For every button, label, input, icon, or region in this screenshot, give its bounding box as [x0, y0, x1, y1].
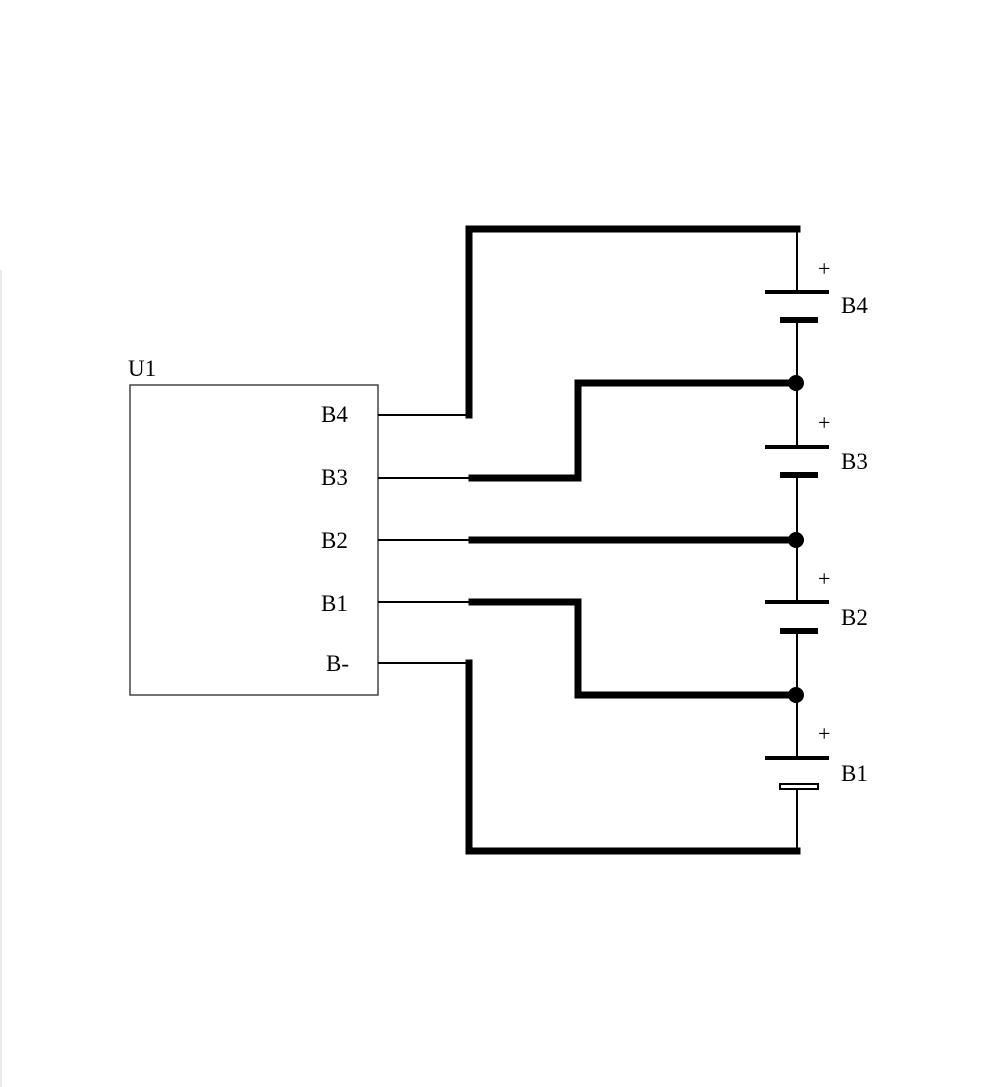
cell-label: B3	[841, 449, 868, 474]
pin-label-b3: B3	[321, 465, 348, 490]
wire-b1	[468, 598, 799, 699]
cell-label: B1	[841, 761, 868, 786]
pin-label-b2: B2	[321, 528, 348, 553]
pin-label-bminus: B-	[326, 651, 349, 676]
cell-label: B2	[841, 605, 868, 630]
pin-leads	[378, 414, 469, 664]
pin-label-b1: B1	[321, 591, 348, 616]
junctions	[788, 375, 804, 703]
polarity-plus: +	[818, 721, 830, 746]
wire-b4	[465, 225, 801, 419]
component-body	[129, 384, 379, 696]
junction-dot	[788, 687, 804, 703]
pin-label-b4: B4	[321, 402, 348, 427]
junction-dot	[788, 375, 804, 391]
cell-b3: + B3	[765, 410, 868, 478]
cell-b2: + B2	[765, 566, 868, 634]
junction-dot	[788, 532, 804, 548]
component-label: U1	[128, 356, 156, 381]
wire-bminus	[465, 659, 801, 855]
cell-negative-plate	[779, 783, 819, 790]
cell-b4: + B4	[765, 256, 868, 323]
component-u1: U1 B4 B3 B2 B1 B-	[128, 356, 379, 696]
cell-label: B4	[841, 293, 868, 318]
wire-b3	[468, 379, 799, 482]
polarity-plus: +	[818, 256, 830, 281]
cell-b1: + B1	[765, 721, 868, 790]
polarity-plus: +	[818, 566, 830, 591]
polarity-plus: +	[818, 410, 830, 435]
wires	[465, 225, 801, 855]
